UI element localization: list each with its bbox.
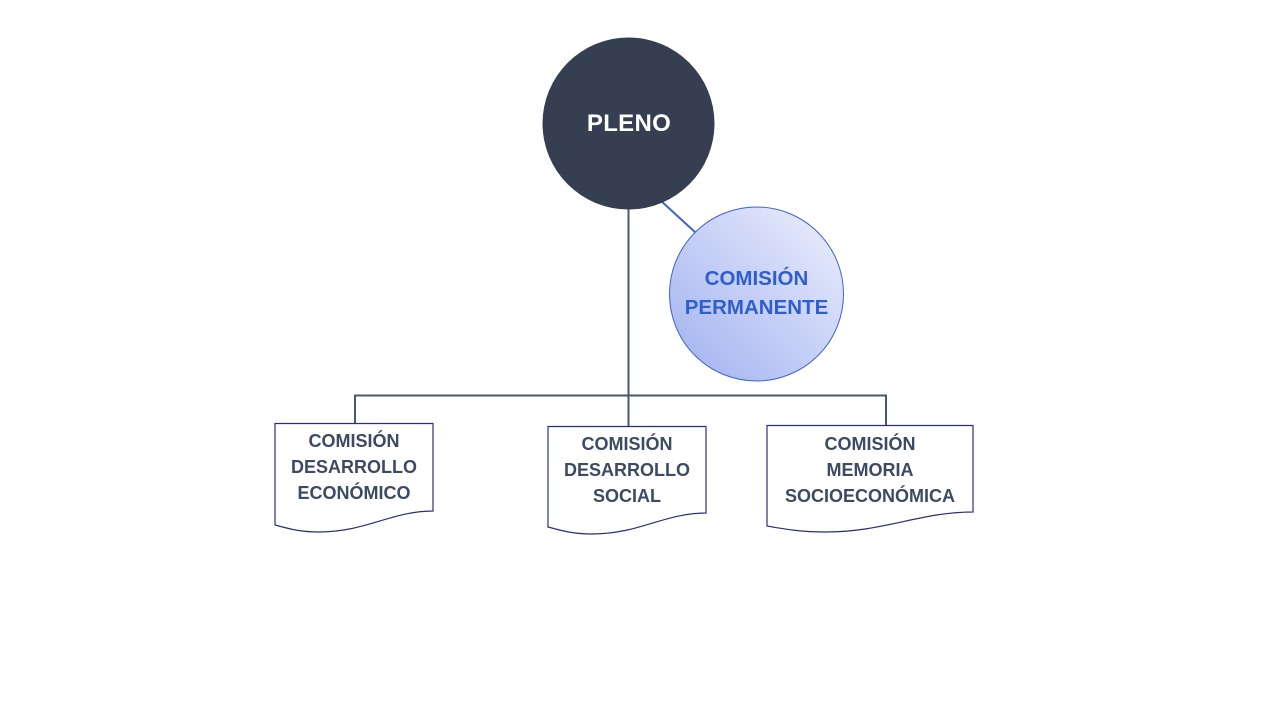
comision-desarrollo-economico-box <box>274 422 434 533</box>
pleno-label: PLENO <box>586 109 672 137</box>
connector-pleno-to-permanente <box>659 199 697 234</box>
comision-memoria-socioeconomica-box <box>766 424 974 533</box>
comision-permanente-node <box>669 206 844 382</box>
comision-desarrollo-social-label: COMISIÓN DESARROLLO SOCIAL <box>564 434 690 506</box>
comision-desarrollo-social-box <box>547 425 707 535</box>
pleno-node <box>542 37 715 210</box>
comision-memoria-socioeconomica-label: COMISIÓN MEMORIA SOCIOECONÓMICA <box>784 434 955 506</box>
comision-desarrollo-economico-label: COMISIÓN DESARROLLO ECONÓMICO <box>291 431 417 503</box>
comision-permanente-label: COMISIÓN PERMANENTE <box>684 267 829 319</box>
